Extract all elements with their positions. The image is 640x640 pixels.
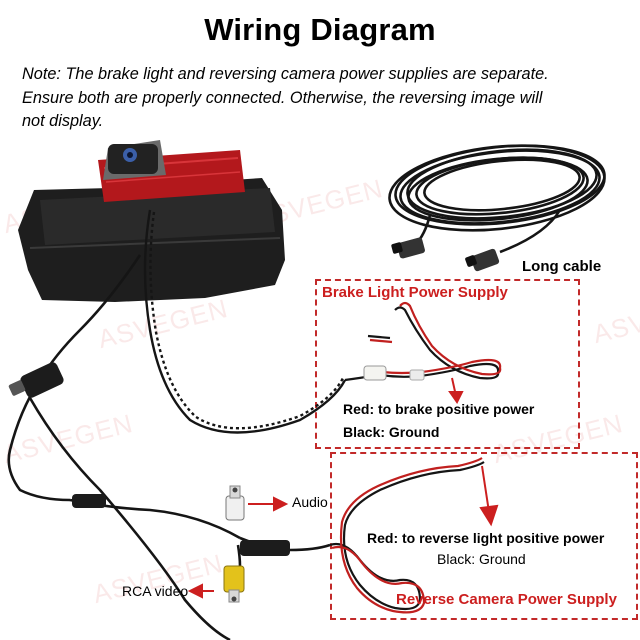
note-line-3: not display. bbox=[22, 112, 104, 130]
reverse-box-title: Reverse Camera Power Supply bbox=[396, 591, 617, 608]
brake-power-connector bbox=[363, 365, 425, 381]
note-line-2: Ensure both are properly connected. Othe… bbox=[22, 88, 543, 107]
long-cable-coil bbox=[388, 144, 606, 254]
note-text: Note: The brake light and reversing came… bbox=[22, 63, 622, 134]
brake-power-box bbox=[315, 279, 580, 449]
reverse-power-box bbox=[330, 452, 638, 620]
diagram-title: Wiring Diagram bbox=[204, 12, 436, 47]
brake-black-label: Black: Ground bbox=[343, 424, 440, 440]
long-cable-connectors bbox=[391, 237, 500, 272]
reverse-black-label: Black: Ground bbox=[437, 551, 526, 567]
rca-audio-plug bbox=[225, 485, 245, 521]
brake-red-label: Red: to brake positive power bbox=[343, 401, 535, 417]
reverse-power-wires bbox=[329, 457, 485, 614]
audio-label: Audio bbox=[292, 494, 328, 510]
note-line-1: Note: The brake light and reversing came… bbox=[22, 65, 549, 83]
brake-light-housing bbox=[18, 140, 285, 302]
coiled-cable bbox=[143, 209, 347, 434]
brake-box-title: Brake Light Power Supply bbox=[322, 284, 508, 301]
harness-connectors bbox=[8, 362, 290, 556]
rca-video-label: RCA video bbox=[122, 583, 189, 599]
long-cable-label: Long cable bbox=[522, 258, 602, 275]
rca-video-plug bbox=[223, 565, 245, 603]
arrows bbox=[187, 377, 499, 599]
reverse-red-label: Red: to reverse light positive power bbox=[367, 530, 605, 546]
